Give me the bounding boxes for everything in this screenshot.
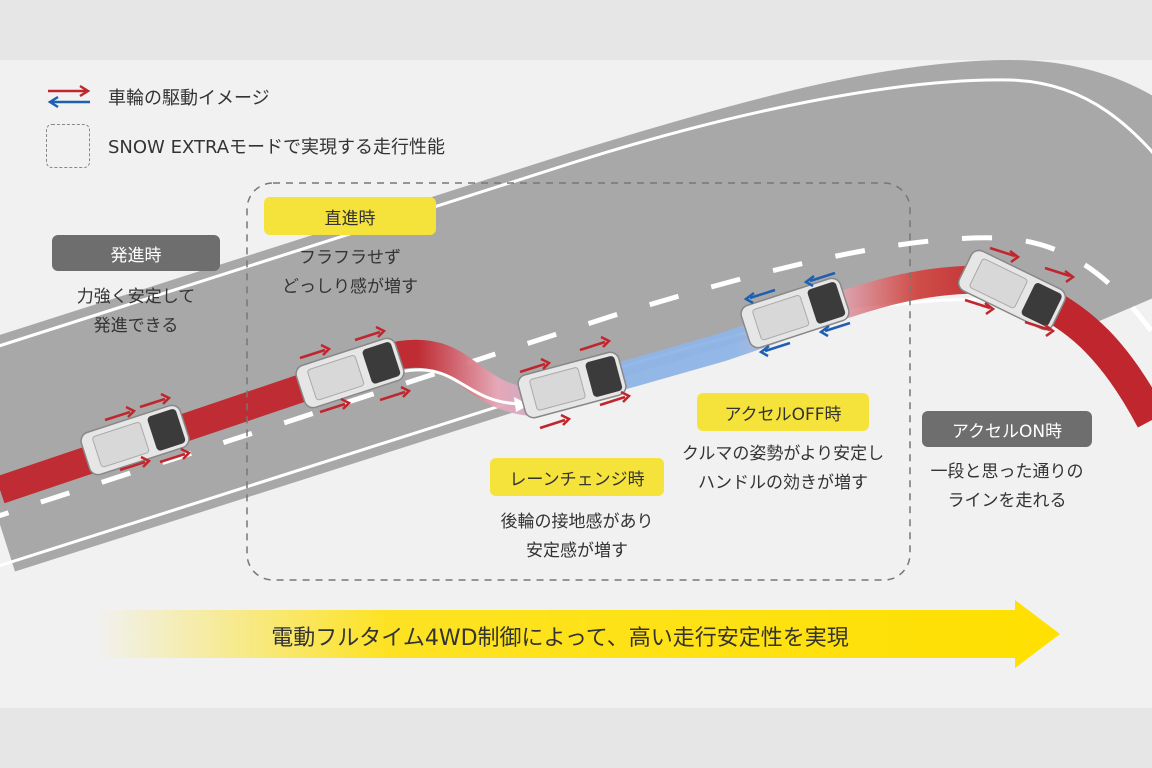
car-lane-change xyxy=(517,351,627,419)
desc-straight: フラフラせず どっしり感が増す xyxy=(250,244,450,302)
legend-drive-label: 車輪の駆動イメージ xyxy=(108,88,270,109)
desc-accel-on-line1: 一段と思った通りの xyxy=(930,462,1084,482)
desc-accel-off: クルマの姿勢がより安定し ハンドルの効きが増す xyxy=(660,440,906,498)
desc-start-line1: 力強く安定して xyxy=(76,287,196,307)
legend-drive: 車輪の駆動イメージ xyxy=(46,82,270,112)
desc-start-line2: 発進できる xyxy=(93,316,179,336)
car-accel-off xyxy=(740,277,850,349)
drive-trail xyxy=(0,265,996,504)
car-accel-on xyxy=(957,249,1067,331)
road-surface xyxy=(0,59,1152,572)
lane-change-arrow xyxy=(399,368,521,406)
top-band xyxy=(0,0,1152,60)
road-center-line xyxy=(0,235,1152,519)
road-edge-line-left xyxy=(0,78,1152,348)
summary-arrow xyxy=(95,600,1060,668)
desc-lane-change-line1: 後輪の接地感があり xyxy=(500,512,654,532)
desc-lane-change: 後輪の接地感があり 安定感が増す xyxy=(460,508,694,566)
desc-start: 力強く安定して 発進できる xyxy=(46,283,226,341)
desc-lane-change-line2: 安定感が増す xyxy=(526,541,628,561)
bottom-band xyxy=(0,708,1152,768)
wheel-arrows-lane-change xyxy=(519,335,632,430)
desc-accel-off-line2: ハンドルの効きが増す xyxy=(698,473,868,493)
wheel-arrows-accel-on xyxy=(964,246,1076,338)
snow-extra-region xyxy=(246,182,911,581)
lane-change-arrowhead xyxy=(514,397,529,412)
drive-arrows-legend-icon xyxy=(47,84,91,109)
label-accel-off: アクセルOFF時 xyxy=(697,393,869,431)
label-accel-on: アクセルON時 xyxy=(922,411,1092,447)
label-lane-change: レーンチェンジ時 xyxy=(490,458,664,496)
dashed-box-icon xyxy=(46,124,90,168)
car-straight xyxy=(295,337,405,409)
car-start xyxy=(80,404,190,476)
wheel-arrows-straight xyxy=(299,325,412,414)
label-straight: 直進時 xyxy=(264,197,436,235)
desc-accel-on-line2: ラインを走れる xyxy=(947,491,1067,511)
wheel-arrows-start xyxy=(104,392,192,472)
desc-straight-line1: フラフラせず xyxy=(299,248,401,268)
desc-accel-on: 一段と思った通りの ラインを走れる xyxy=(912,458,1102,516)
label-start: 発進時 xyxy=(52,235,220,271)
desc-accel-off-line1: クルマの姿勢がより安定し xyxy=(681,444,885,464)
legend-snow-label: SNOW EXTRAモードで実現する走行性能 xyxy=(108,137,446,158)
wheel-arrows-accel-off xyxy=(743,271,851,358)
legend-snow-extra: SNOW EXTRAモードで実現する走行性能 xyxy=(46,124,445,168)
summary-message: 電動フルタイム4WD制御によって、高い走行安定性を実現 xyxy=(271,626,849,651)
desc-straight-line2: どっしり感が増す xyxy=(282,277,418,297)
